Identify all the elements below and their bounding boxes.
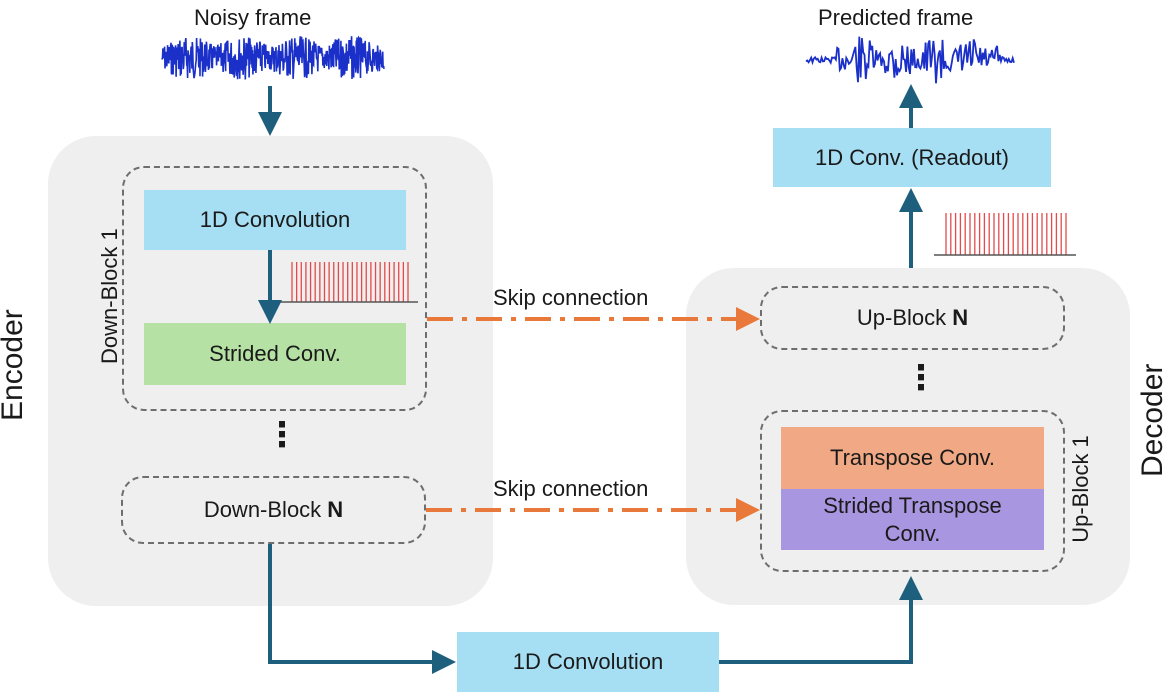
strided-conv-box: Strided Conv. bbox=[144, 323, 406, 385]
up-block-n bbox=[760, 286, 1065, 350]
spike-train-icon bbox=[934, 213, 1076, 256]
predicted-waveform-icon bbox=[805, 36, 1015, 84]
down-block-1 bbox=[122, 166, 427, 411]
up-block-1 bbox=[760, 410, 1065, 572]
down-block-n-prefix: Down-Block bbox=[203, 497, 328, 523]
input-label: Noisy frame bbox=[194, 5, 312, 30]
bottleneck-conv-box: 1D Convolution bbox=[457, 632, 719, 692]
up-block-n-label: Up-Block N bbox=[760, 286, 1065, 350]
strided-transpose-conv-box: Strided Transpose Conv. bbox=[781, 489, 1044, 550]
noisy-waveform-icon bbox=[161, 35, 385, 80]
bottleneck-to-decoder-arrow bbox=[719, 576, 923, 664]
encoder-conv-box: 1D Convolution bbox=[144, 190, 406, 250]
down-block-n bbox=[121, 476, 426, 544]
transpose-conv-box: Transpose Conv. bbox=[781, 427, 1044, 489]
decoder-dots: ⋮ bbox=[904, 359, 938, 397]
encoder-to-bottleneck-arrow bbox=[268, 544, 456, 674]
down-block-n-index: N bbox=[327, 497, 344, 523]
skip-connection-label-1: Skip connection bbox=[493, 285, 649, 310]
readout-conv-box: 1D Conv. (Readout) bbox=[773, 128, 1051, 187]
up-block-n-index: N bbox=[952, 305, 969, 331]
output-label: Predicted frame bbox=[818, 5, 974, 30]
up-block-n-prefix: Up-Block bbox=[856, 305, 953, 331]
skip-connection-label-2: Skip connection bbox=[493, 476, 649, 501]
strided-transpose-line1: Strided Transpose bbox=[823, 493, 1002, 518]
down-block-n-label: Down-Block N bbox=[121, 476, 426, 544]
strided-transpose-line2: Conv. bbox=[884, 520, 941, 546]
spike-train-icon bbox=[280, 262, 418, 303]
encoder-dots: ⋮ bbox=[265, 416, 299, 454]
